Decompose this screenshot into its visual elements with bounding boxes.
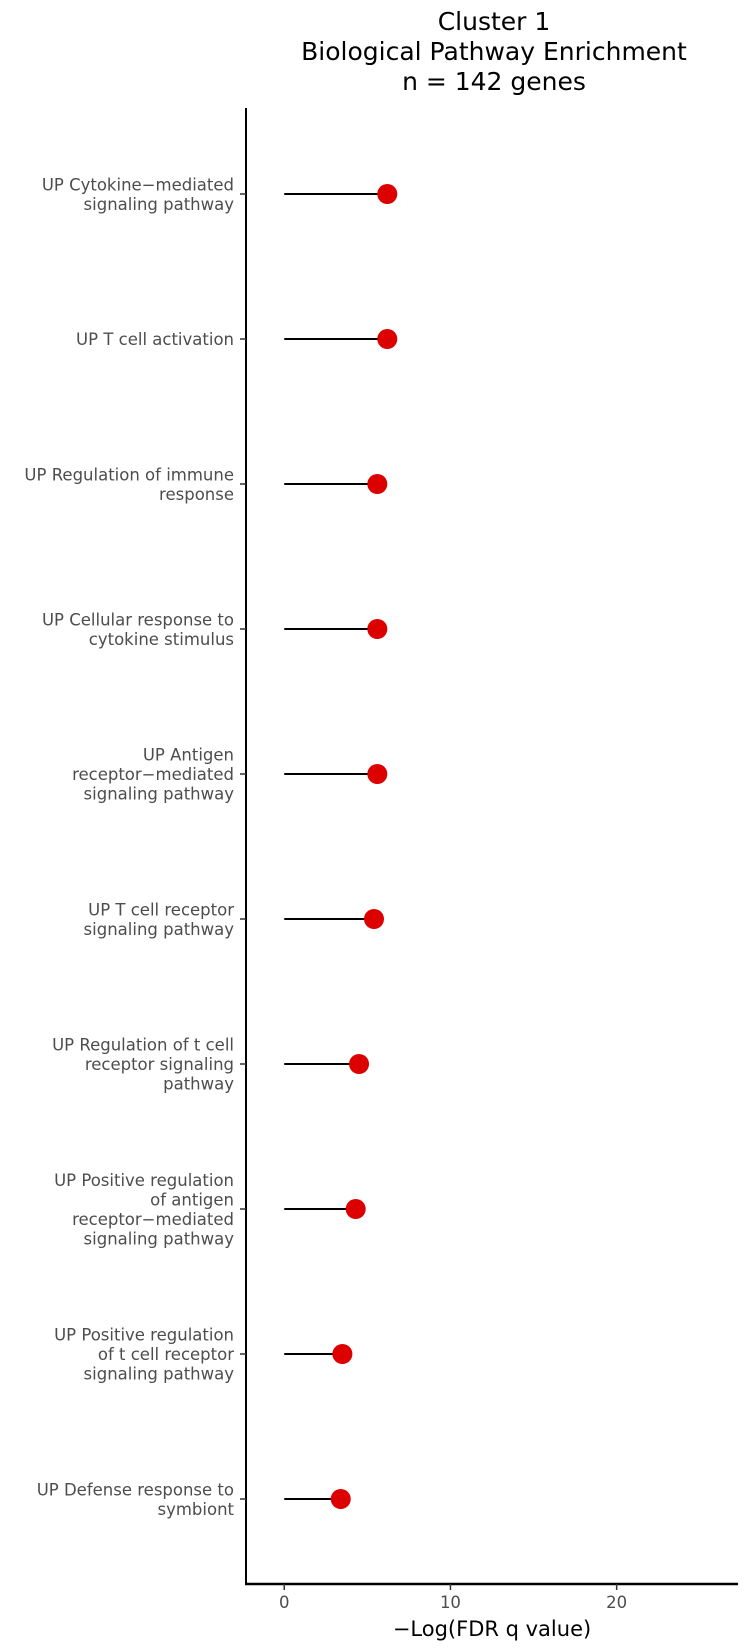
- lollipop-point: [367, 764, 388, 784]
- y-category-label: receptor signaling: [85, 1055, 234, 1074]
- x-axis-title: −Log(FDR q value): [393, 1617, 591, 1641]
- y-category-label: UP Defense response to: [37, 1480, 234, 1499]
- lollipop-point: [330, 1489, 351, 1509]
- y-category-label: receptor−mediated: [72, 1210, 234, 1229]
- lollipop-point: [363, 909, 384, 929]
- y-category-label: receptor−mediated: [72, 765, 234, 784]
- x-axis: 0 10 20: [245, 1582, 738, 1612]
- y-category-label: signaling pathway: [84, 1365, 235, 1384]
- y-category-label: UP T cell receptor: [88, 900, 234, 919]
- x-tick-label: 20: [606, 1593, 627, 1612]
- y-category-label: signaling pathway: [84, 785, 235, 804]
- y-category-label: of t cell receptor: [98, 1345, 234, 1364]
- lollipop-point: [349, 1054, 370, 1074]
- chart-title-line: Biological Pathway Enrichment: [301, 37, 687, 66]
- y-category-label: UP Regulation of immune: [24, 465, 234, 484]
- y-category-label: signaling pathway: [84, 1229, 235, 1248]
- lollipop-point: [367, 474, 388, 494]
- lollipop-point: [367, 619, 388, 639]
- lollipop-point: [377, 329, 398, 349]
- lollipop-point: [332, 1344, 353, 1364]
- y-category-label: of antigen: [150, 1190, 234, 1209]
- x-tick-label: 10: [440, 1593, 461, 1612]
- y-category-label: UP Antigen: [143, 746, 234, 765]
- y-category-label: UP Cellular response to: [42, 610, 234, 629]
- chart-marks: [284, 184, 398, 1509]
- y-category-label: signaling pathway: [84, 195, 235, 214]
- y-category-label: cytokine stimulus: [89, 630, 234, 649]
- lollipop-point: [345, 1199, 366, 1219]
- y-category-label: response: [159, 485, 234, 504]
- y-category-label: UP Positive regulation: [54, 1171, 234, 1190]
- y-category-label: UP T cell activation: [76, 330, 234, 349]
- chart-title-line: Cluster 1: [438, 7, 551, 36]
- x-tick-label: 0: [279, 1593, 290, 1612]
- lollipop-point: [377, 184, 398, 204]
- y-category-label: signaling pathway: [84, 920, 235, 939]
- y-category-label: pathway: [163, 1075, 234, 1094]
- chart-title-line: n = 142 genes: [402, 67, 586, 96]
- y-category-label: UP Positive regulation: [54, 1326, 234, 1345]
- y-category-label: symbiont: [157, 1500, 234, 1519]
- y-category-label: UP Cytokine−mediated: [42, 175, 234, 194]
- y-category-label: UP Regulation of t cell: [52, 1036, 234, 1055]
